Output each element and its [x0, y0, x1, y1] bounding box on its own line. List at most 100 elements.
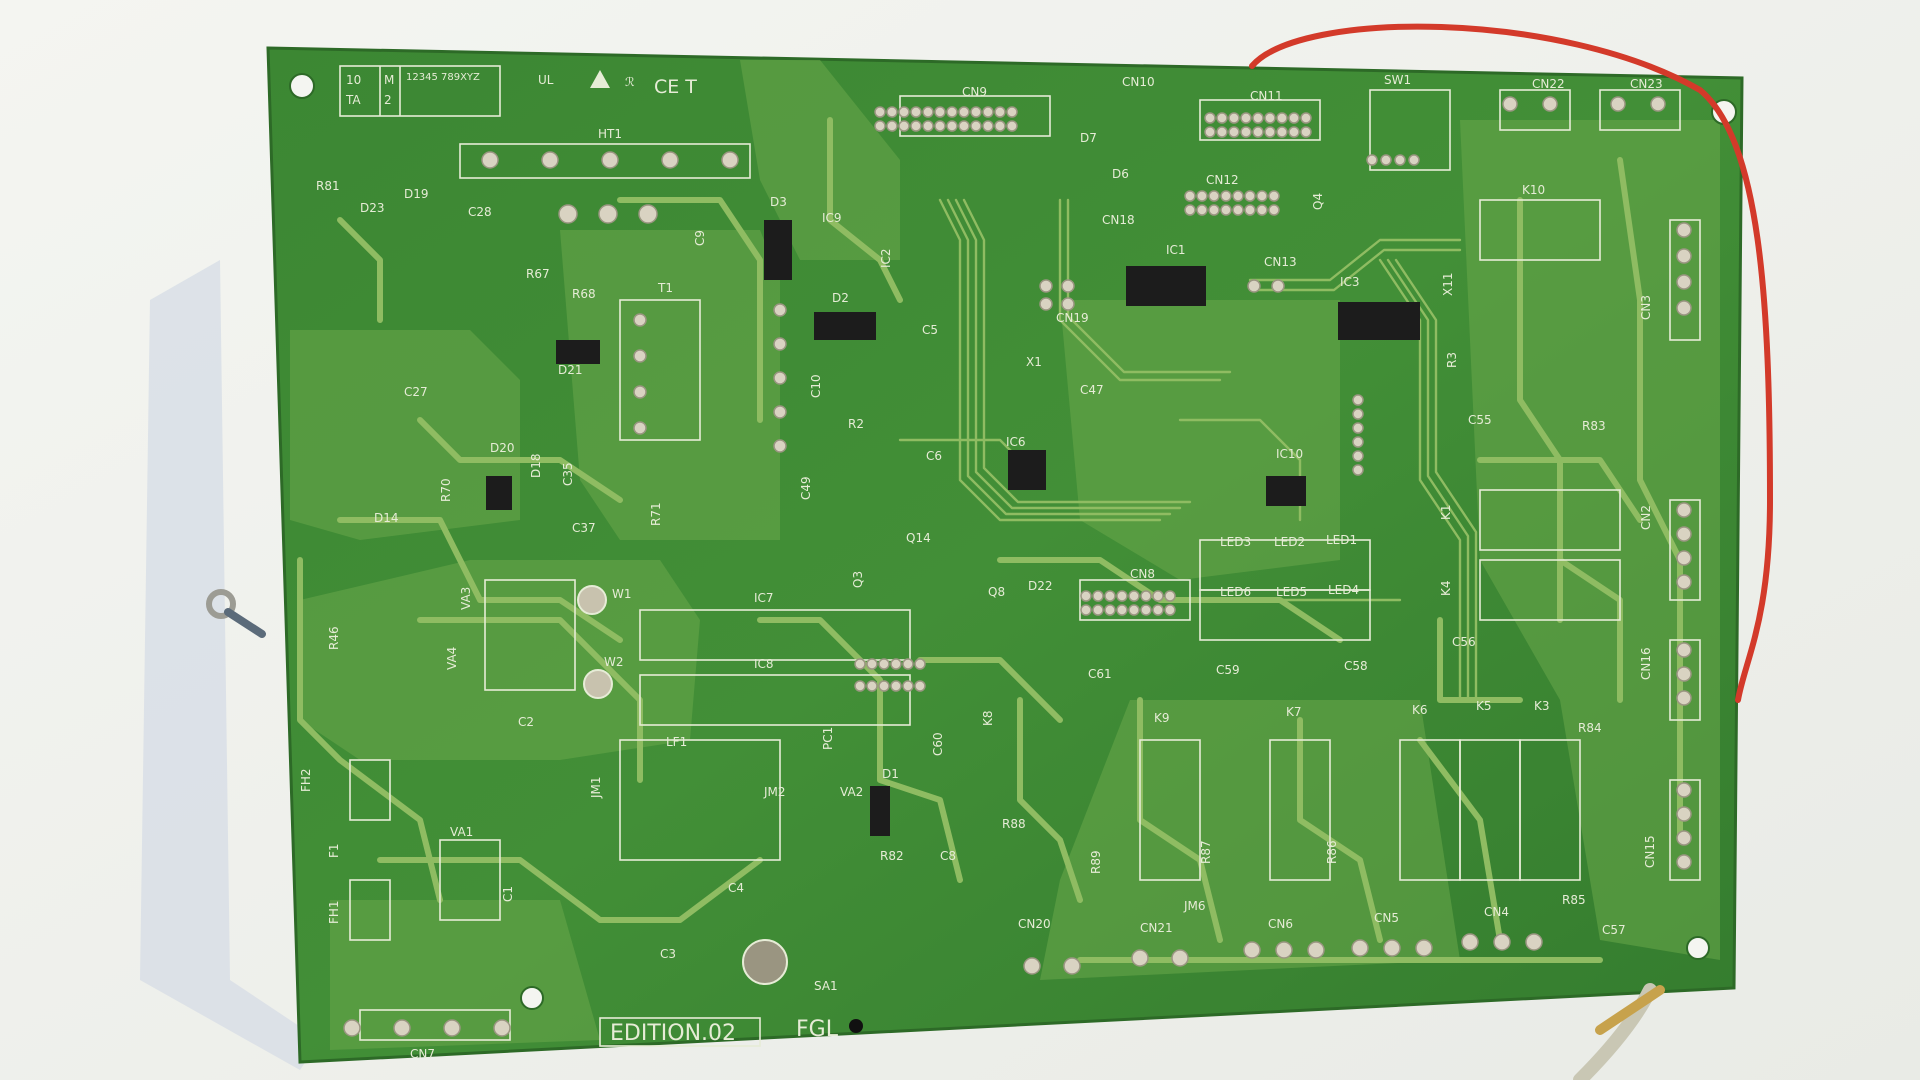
- d21-package: [556, 340, 600, 364]
- cn8-pad: [1092, 590, 1104, 602]
- ref-label-jm6: JM6: [1183, 899, 1206, 913]
- ref-label-sa1: SA1: [814, 979, 838, 993]
- cn11-pad: [1288, 112, 1300, 124]
- cn9-pad: [994, 120, 1006, 132]
- cn13-pad: [1247, 279, 1261, 293]
- cn6-pad: [1243, 941, 1261, 959]
- cn8-pad: [1104, 604, 1116, 616]
- cn8-pad: [1140, 590, 1152, 602]
- ref-label-c28: C28: [468, 205, 492, 219]
- cn9-pad: [982, 106, 994, 118]
- cn11-pad: [1204, 126, 1216, 138]
- cn4-pad: [1461, 933, 1479, 951]
- ref-label-va1: VA1: [450, 825, 473, 839]
- t1-pad: [633, 313, 647, 327]
- cn8-pad: [1140, 604, 1152, 616]
- fgl-dot: [849, 1019, 863, 1033]
- ref-label-cn20: CN20: [1018, 917, 1051, 931]
- ref-label-led3: LED3: [1220, 535, 1251, 549]
- ref-label-k7: K7: [1286, 705, 1302, 719]
- ref-label-r2: R2: [848, 417, 864, 431]
- cn9-pad: [994, 106, 1006, 118]
- ref-label-r81: R81: [316, 179, 340, 193]
- t1b-pad: [773, 405, 787, 419]
- cn12-pad: [1196, 190, 1208, 202]
- cn21-pad: [1131, 949, 1149, 967]
- ref-label-cn5: CN5: [1374, 911, 1399, 925]
- cn11-pad: [1252, 126, 1264, 138]
- ic10-array-pad: [1352, 450, 1364, 462]
- ref-label-c9: C9: [693, 230, 707, 246]
- c9-pad: [598, 204, 618, 224]
- ref-label-c37: C37: [572, 521, 596, 535]
- t1-pad: [633, 385, 647, 399]
- cn5-pad: [1351, 939, 1369, 957]
- ref-label-d21: D21: [558, 363, 583, 377]
- ref-label-fh1: FH1: [327, 900, 341, 924]
- cn11-pad: [1288, 126, 1300, 138]
- ref-label-k3: K3: [1534, 699, 1550, 713]
- ref-label-d23: D23: [360, 201, 385, 215]
- cn9-pad: [886, 120, 898, 132]
- cn15-pad: [1676, 806, 1692, 822]
- ref-label-ic8: IC8: [754, 657, 774, 671]
- cn9-pad: [1006, 120, 1018, 132]
- cn11-pad: [1228, 112, 1240, 124]
- cn12-pad: [1268, 204, 1280, 216]
- cn2-pad: [1676, 550, 1692, 566]
- ic10-chip: [1266, 476, 1306, 506]
- cn9-pad: [922, 106, 934, 118]
- ref-label-ic3: IC3: [1340, 275, 1360, 289]
- ref-label-r3: R3: [1445, 352, 1459, 368]
- d1-package: [870, 786, 890, 836]
- cn4-pad: [1525, 933, 1543, 951]
- cn11-pad: [1228, 126, 1240, 138]
- ref-label-x11: X11: [1441, 273, 1455, 297]
- ref-label-cn19: CN19: [1056, 311, 1089, 325]
- cn8-pad: [1092, 604, 1104, 616]
- ref-label-q4: Q4: [1311, 193, 1325, 210]
- c9-pad: [558, 204, 578, 224]
- ref-label-k8: K8: [981, 710, 995, 726]
- cn23-pad: [1610, 96, 1626, 112]
- ref-label-d7: D7: [1080, 131, 1097, 145]
- integrated-circuits: [486, 220, 1420, 836]
- ic1-chip: [1126, 266, 1206, 306]
- ref-label-r67: R67: [526, 267, 550, 281]
- ref-label-c8: C8: [940, 849, 956, 863]
- cn8-pad: [1164, 590, 1176, 602]
- t1b-pad: [773, 371, 787, 385]
- ref-label-r83: R83: [1582, 419, 1606, 433]
- cn22-pad: [1502, 96, 1518, 112]
- ref-label-c1: C1: [501, 886, 515, 902]
- cn8-pad: [1116, 604, 1128, 616]
- cn9-pad: [934, 106, 946, 118]
- ref-label-r68: R68: [572, 287, 596, 301]
- cn11-pad: [1276, 112, 1288, 124]
- ref-label-led1: LED1: [1326, 533, 1357, 547]
- ref-label-k1: K1: [1439, 504, 1453, 520]
- ru-mark-icon: ℛ: [625, 75, 635, 89]
- ref-label-led6: LED6: [1220, 585, 1251, 599]
- cn2-pad: [1676, 574, 1692, 590]
- ref-label-ic7: IC7: [754, 591, 774, 605]
- ul-mark-icon: UL: [538, 73, 554, 87]
- ref-label-led5: LED5: [1276, 585, 1307, 599]
- ref-label-k4: K4: [1439, 580, 1453, 596]
- t1b-pad: [773, 337, 787, 351]
- t1b-pad: [773, 439, 787, 453]
- ref-label-cn4: CN4: [1484, 905, 1509, 919]
- cn9-pad: [874, 120, 886, 132]
- ref-label-d6: D6: [1112, 167, 1129, 181]
- ref-label-c56: C56: [1452, 635, 1476, 649]
- ref-label-c3: C3: [660, 947, 676, 961]
- ic8-pad: [902, 680, 914, 692]
- board-header: 10 TA M 2 12345 789XYZ UL ℛ CE T: [345, 70, 697, 107]
- board-shadow: [140, 260, 320, 1070]
- red-wire: [1249, 23, 1774, 703]
- cn4-pad: [1493, 933, 1511, 951]
- ic10-array-pad: [1352, 464, 1364, 476]
- cn9-pad: [958, 120, 970, 132]
- cn9-pad: [922, 120, 934, 132]
- cn16-pad: [1676, 642, 1692, 658]
